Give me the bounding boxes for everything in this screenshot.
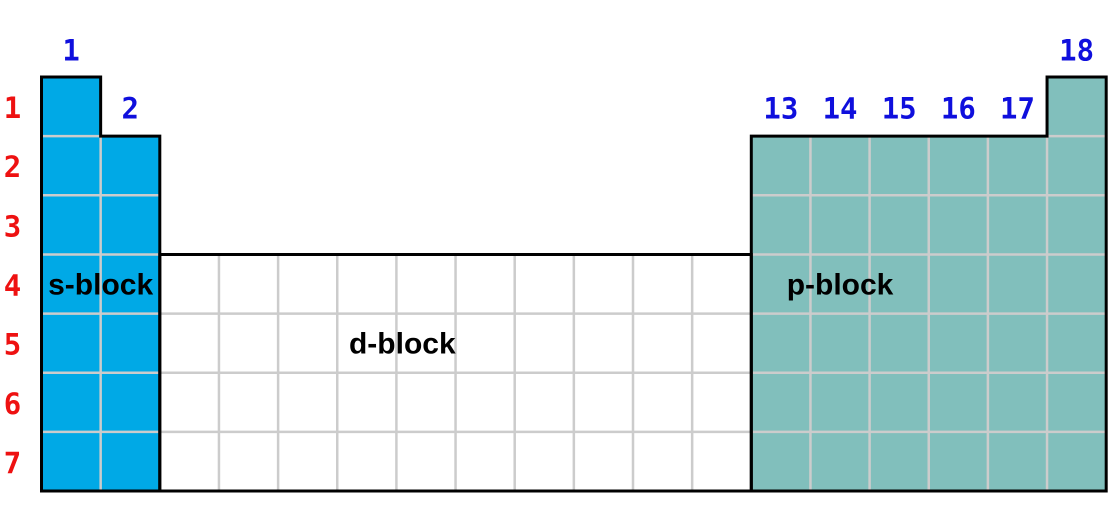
d-block-outline [158, 252, 753, 493]
group-number-15: 15 [882, 92, 917, 126]
p-block-grid [751, 134, 1107, 492]
group-number-13: 13 [763, 92, 798, 126]
group-number-1: 1 [62, 34, 79, 68]
period-number-3: 3 [4, 209, 21, 243]
d-block-label: d-block [349, 328, 456, 361]
group-number-18: 18 [1059, 34, 1094, 68]
period-number-4: 4 [4, 269, 21, 303]
period-number-7: 7 [4, 446, 21, 480]
period-number-1: 1 [4, 91, 21, 125]
group-number-2: 2 [121, 92, 138, 126]
s-block-label: s-block [48, 269, 153, 302]
p-block-outline [749, 75, 1108, 493]
group-number-16: 16 [941, 92, 976, 126]
period-number-6: 6 [4, 387, 21, 421]
p-block-label: p-block [787, 269, 894, 302]
period-number-2: 2 [4, 150, 21, 184]
group-number-14: 14 [823, 92, 858, 126]
group-number-17: 17 [1000, 92, 1035, 126]
d-block-grid [159, 254, 752, 492]
s-block-grid [41, 134, 160, 492]
period-number-5: 5 [4, 328, 21, 362]
